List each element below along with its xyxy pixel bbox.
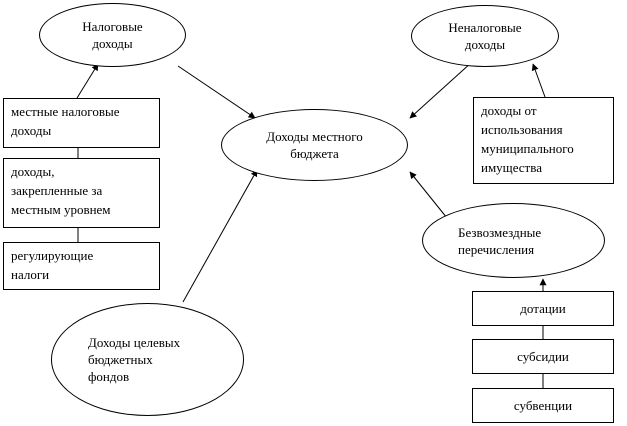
local-tax-income-box: местные налоговые доходы xyxy=(3,98,160,148)
arrow-funds-to-central xyxy=(182,169,258,303)
subsidies-box: субсидии xyxy=(472,339,614,374)
assigned-income-box: доходы, закрепленные за местным уровнем xyxy=(3,158,160,228)
arrow-tax-to-central xyxy=(177,65,256,119)
transfers-node: Безвозмездные перечисления xyxy=(422,203,605,278)
regulating-taxes-box: регулирующие налоги xyxy=(3,242,160,290)
arrow-property-to-nontax xyxy=(531,63,546,98)
municipal-property-income-box: доходы от использования муниципального и… xyxy=(473,97,614,184)
target-funds-node: Доходы целевых бюджетных фондов xyxy=(51,303,244,416)
central-node: Доходы местного бюджета xyxy=(221,109,408,181)
grants-box: дотации xyxy=(472,291,614,326)
arrow-transfers-to-central xyxy=(409,171,448,219)
tax-income-node: Налоговые доходы xyxy=(39,3,186,67)
non-tax-income-node: Неналоговые доходы xyxy=(411,5,559,67)
subventions-box: субвенции xyxy=(472,388,614,423)
arrow-local-tax-to-tax xyxy=(76,63,99,99)
arrow-nontax-to-central xyxy=(409,61,473,119)
